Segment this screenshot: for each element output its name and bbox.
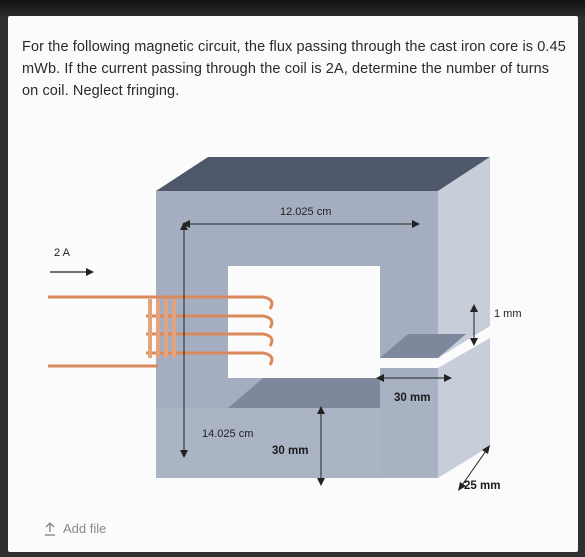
core-front-shade bbox=[156, 408, 380, 478]
coil-turn-3 bbox=[146, 332, 274, 347]
coil bbox=[48, 295, 274, 368]
core-right-side-face bbox=[438, 157, 490, 358]
core-inner-bottom-face bbox=[228, 378, 408, 408]
upload-icon bbox=[45, 522, 55, 536]
coil-back-stubs bbox=[148, 299, 176, 358]
coil-turn-2 bbox=[146, 314, 274, 329]
depth-dimension bbox=[459, 447, 489, 489]
core-window bbox=[228, 266, 380, 378]
magnetic-circuit-figure: 2 A 12.025 cm 14.025 cm 30 mm 30 mm bbox=[48, 157, 522, 492]
current-arrow-head bbox=[86, 268, 94, 276]
top-width-label: 12.025 cm bbox=[280, 206, 331, 218]
coil-turn-1 bbox=[146, 295, 274, 310]
current-label: 2 A bbox=[54, 247, 71, 259]
question-text: For the following magnetic circuit, the … bbox=[22, 39, 566, 99]
add-file-label: Add file bbox=[63, 521, 107, 536]
question-card: For the following magnetic circuit, the … bbox=[8, 16, 578, 552]
photo-top-edge bbox=[0, 0, 585, 16]
bottom-width-label: 30 mm bbox=[272, 445, 308, 457]
core-top-face bbox=[156, 157, 490, 191]
core-gap-face bbox=[380, 334, 466, 358]
depth-label: 25 mm bbox=[464, 480, 500, 492]
height-label: 14.025 cm bbox=[202, 428, 253, 440]
core-right-leg-front bbox=[380, 378, 438, 478]
right-width-label: 30 mm bbox=[394, 392, 430, 404]
coil-turn-4 bbox=[146, 351, 274, 366]
core-right-lower-side-face bbox=[438, 338, 490, 478]
add-file-button[interactable]: Add file bbox=[44, 521, 106, 536]
gap-label: 1 mm bbox=[494, 308, 522, 320]
